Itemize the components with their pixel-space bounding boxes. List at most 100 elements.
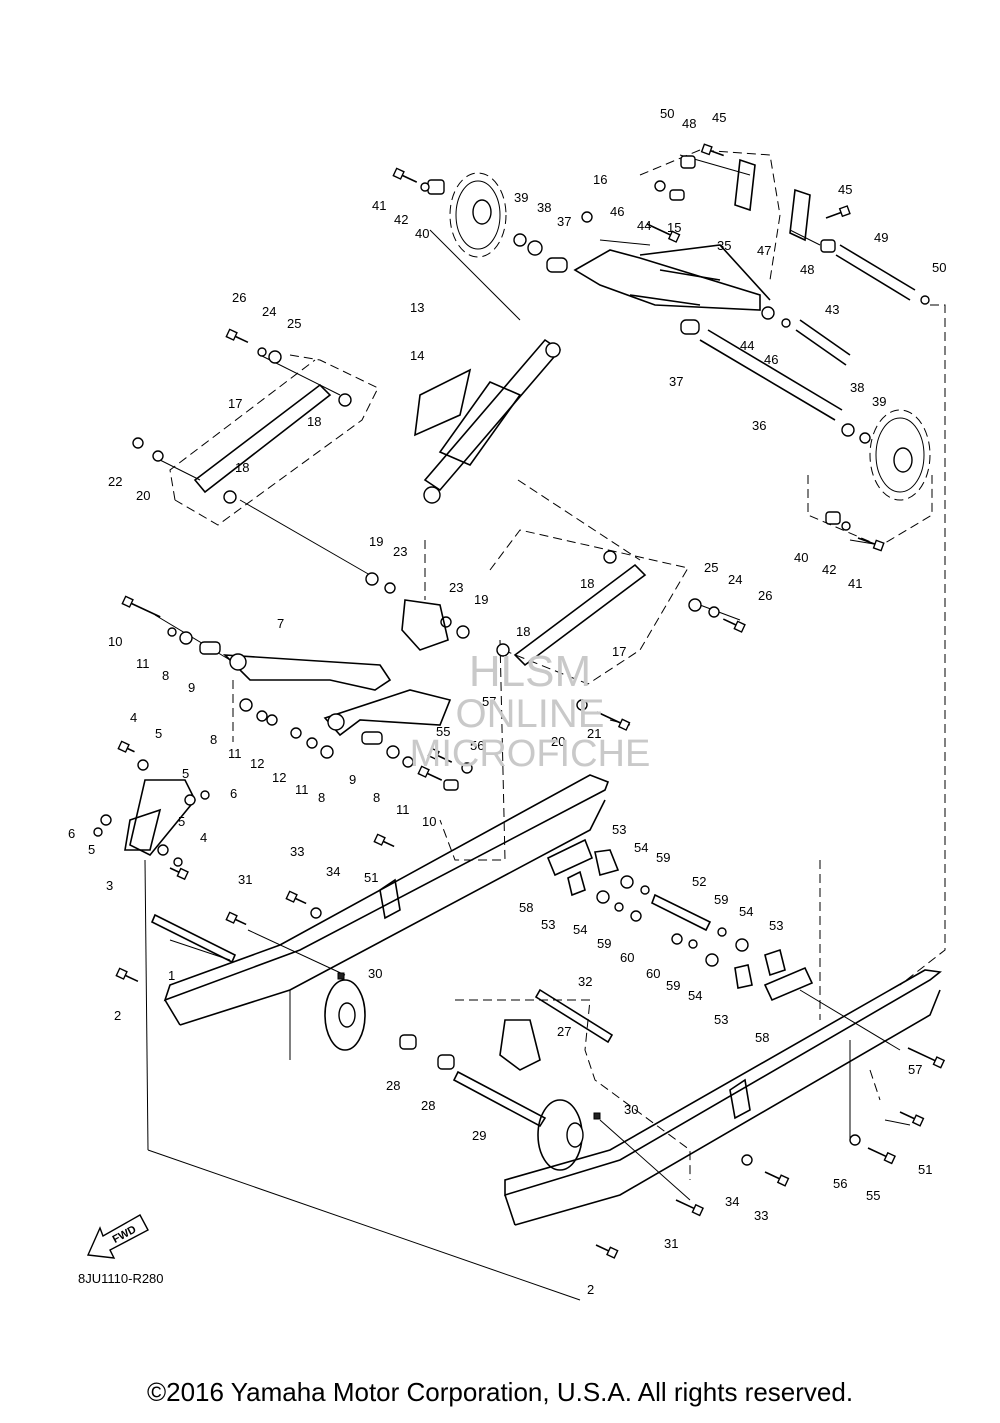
callout: 11 bbox=[136, 656, 150, 671]
callout: 56 bbox=[833, 1176, 847, 1191]
callout: 39 bbox=[514, 190, 528, 205]
front-arm-assembly bbox=[167, 599, 588, 791]
callout: 33 bbox=[290, 844, 304, 859]
callout: 59 bbox=[597, 936, 611, 951]
callout: 57 bbox=[908, 1062, 922, 1077]
callout: 26 bbox=[232, 290, 246, 305]
callout: 11 bbox=[295, 782, 309, 797]
callout: 8 bbox=[373, 790, 380, 805]
callout: 31 bbox=[238, 872, 252, 887]
callout: 11 bbox=[228, 746, 242, 761]
callout: 28 bbox=[421, 1098, 435, 1113]
callout: 54 bbox=[634, 840, 648, 855]
callout: 36 bbox=[752, 418, 766, 433]
cross-shafts bbox=[150, 893, 712, 1128]
callout: 34 bbox=[725, 1194, 739, 1209]
callout: 43 bbox=[825, 302, 839, 317]
callout: 38 bbox=[850, 380, 864, 395]
callout: 33 bbox=[754, 1208, 768, 1223]
callout: 53 bbox=[769, 918, 783, 933]
callout: 56 bbox=[470, 738, 484, 753]
callout: 26 bbox=[758, 588, 772, 603]
callout: 32 bbox=[578, 974, 592, 989]
callout: 57 bbox=[482, 694, 496, 709]
callout: 48 bbox=[682, 116, 696, 131]
callout: 18 bbox=[516, 624, 530, 639]
callout: 15 bbox=[667, 220, 681, 235]
callout: 59 bbox=[656, 850, 670, 865]
callout: 24 bbox=[262, 304, 276, 319]
callout: 20 bbox=[551, 734, 565, 749]
callout: 3 bbox=[106, 878, 113, 893]
callout: 30 bbox=[624, 1102, 638, 1117]
callout: 23 bbox=[393, 544, 407, 559]
callout: 24 bbox=[728, 572, 742, 587]
callout: 42 bbox=[822, 562, 836, 577]
bolts bbox=[115, 143, 946, 1259]
callout: 6 bbox=[68, 826, 75, 841]
callout: 17 bbox=[228, 396, 242, 411]
callout: 39 bbox=[872, 394, 886, 409]
callout: 9 bbox=[188, 680, 195, 695]
copyright-notice: ©2016 Yamaha Motor Corporation, U.S.A. A… bbox=[146, 1377, 854, 1407]
callout: 6 bbox=[230, 786, 237, 801]
callout: 22 bbox=[108, 474, 122, 489]
callout: 54 bbox=[573, 922, 587, 937]
shock-absorber bbox=[414, 338, 562, 504]
rear-arm-assembly bbox=[420, 155, 930, 531]
callout: 48 bbox=[800, 262, 814, 277]
callout: 53 bbox=[541, 917, 555, 932]
callout: 25 bbox=[704, 560, 718, 575]
idler-wheel-upper-right bbox=[869, 409, 931, 501]
callout: 29 bbox=[472, 1128, 486, 1143]
callout: 40 bbox=[794, 550, 808, 565]
callout: 58 bbox=[519, 900, 533, 915]
callout: 14 bbox=[410, 348, 424, 363]
callout: 2 bbox=[114, 1008, 121, 1023]
diagram-reference-code: 8JU1110-R280 bbox=[78, 1271, 164, 1286]
callout: 1 bbox=[168, 968, 175, 983]
callout: 54 bbox=[688, 988, 702, 1003]
callout: 49 bbox=[874, 230, 888, 245]
callout: 34 bbox=[326, 864, 340, 879]
callout: 5 bbox=[178, 814, 185, 829]
callout: 18 bbox=[307, 414, 321, 429]
right-rail bbox=[504, 969, 942, 1226]
callout: 8 bbox=[162, 668, 169, 683]
callout: 59 bbox=[714, 892, 728, 907]
callout: 44 bbox=[740, 338, 754, 353]
callout: 51 bbox=[918, 1162, 932, 1177]
callout: 53 bbox=[612, 822, 626, 837]
callout: 19 bbox=[369, 534, 383, 549]
callout: 55 bbox=[436, 724, 450, 739]
lower-wheels bbox=[324, 979, 584, 1171]
callout: 51 bbox=[364, 870, 378, 885]
callout: 50 bbox=[660, 106, 674, 121]
callout: 12 bbox=[272, 770, 286, 785]
callout: 55 bbox=[866, 1188, 880, 1203]
callout: 44 bbox=[637, 218, 651, 233]
callout: 46 bbox=[610, 204, 624, 219]
callout: 59 bbox=[666, 978, 680, 993]
front-bracket bbox=[93, 759, 210, 867]
callout: 41 bbox=[848, 576, 862, 591]
callout: 7 bbox=[277, 616, 284, 631]
callout: 18 bbox=[235, 460, 249, 475]
callout: 20 bbox=[136, 488, 150, 503]
callout: 12 bbox=[250, 756, 264, 771]
callout: 8 bbox=[318, 790, 325, 805]
callout: 13 bbox=[410, 300, 424, 315]
callout: 50 bbox=[932, 260, 946, 275]
callout: 46 bbox=[764, 352, 778, 367]
callout: 5 bbox=[182, 766, 189, 781]
callout: 9 bbox=[349, 772, 356, 787]
callout: 37 bbox=[557, 214, 571, 229]
callout: 17 bbox=[612, 644, 626, 659]
callout-labels: 50 48 45 41 42 40 39 38 37 16 46 44 15 4… bbox=[68, 106, 946, 1297]
callout: 60 bbox=[620, 950, 634, 965]
callout: 23 bbox=[449, 580, 463, 595]
callout: 4 bbox=[130, 710, 137, 725]
callout: 31 bbox=[664, 1236, 678, 1251]
callout: 45 bbox=[838, 182, 852, 197]
callout: 28 bbox=[386, 1078, 400, 1093]
